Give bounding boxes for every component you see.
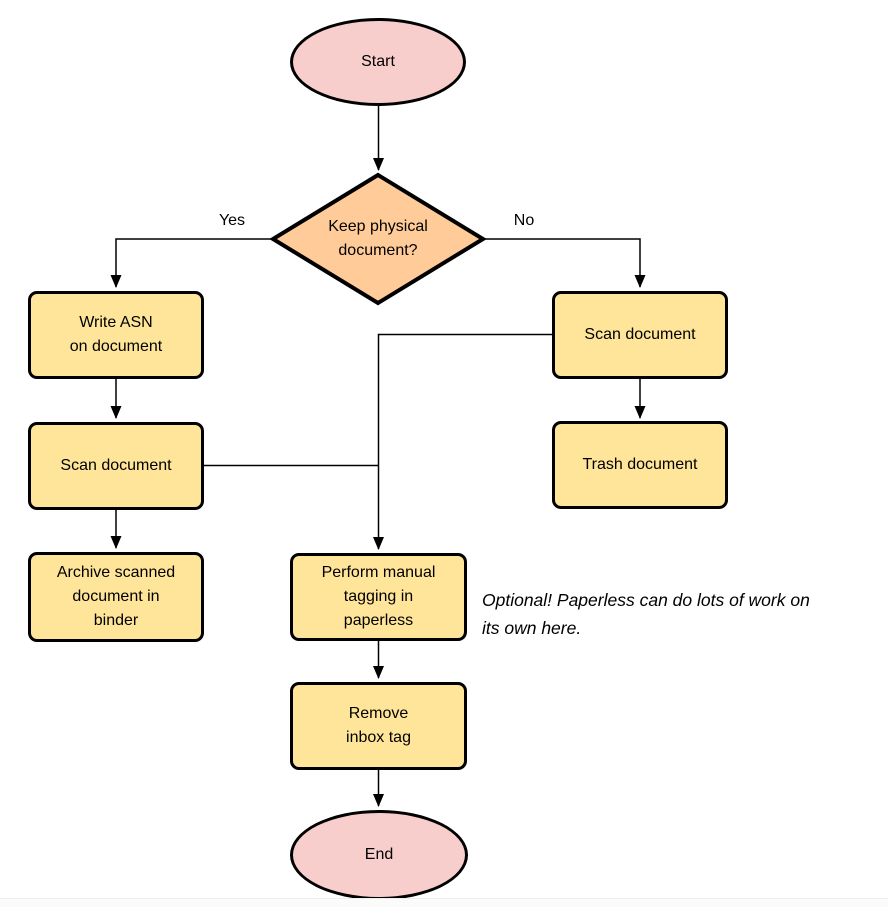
- node-scan-document-right: Scan document: [552, 291, 728, 379]
- node-scan-document-right-label: Scan document: [584, 326, 696, 343]
- edge-scan-right-perform-tagging: [373, 333, 552, 550]
- edge-decision-write-asn-yes: [110, 238, 276, 288]
- node-decision: Keep physical document?: [273, 175, 483, 303]
- edge-label-yes: Yes: [205, 211, 259, 231]
- node-trash-document-label: Trash document: [582, 456, 698, 473]
- node-perform-tagging: Perform manual tagging in paperless: [290, 553, 467, 641]
- node-scan-document-left-label: Scan document: [60, 457, 172, 474]
- node-trash-document: Trash document: [552, 421, 728, 509]
- node-decision-label: Keep physical document?: [328, 218, 428, 259]
- node-remove-inbox-tag: Remove inbox tag: [290, 682, 467, 770]
- node-archive-binder: Archive scanned document in binder: [28, 552, 204, 642]
- node-archive-binder-label: Archive scanned document in binder: [56, 564, 176, 629]
- node-start-label: Start: [361, 53, 395, 70]
- node-start: Start: [290, 18, 466, 106]
- node-write-asn-label: Write ASN on document: [69, 314, 163, 355]
- decision-diamond-shape: [269, 172, 487, 306]
- node-remove-inbox-tag-label: Remove inbox tag: [346, 705, 411, 746]
- node-end: End: [290, 810, 468, 900]
- node-perform-tagging-label: Perform manual tagging in paperless: [321, 564, 436, 629]
- annotation-note: Optional! Paperless can do lots of work …: [482, 590, 810, 638]
- edge-decision-scan-right-no: [480, 238, 646, 288]
- node-scan-document-left: Scan document: [28, 422, 204, 510]
- bottom-strip: [0, 898, 888, 907]
- node-end-label: End: [364, 846, 394, 863]
- edge-label-no: No: [497, 211, 551, 231]
- node-write-asn: Write ASN on document: [28, 291, 204, 379]
